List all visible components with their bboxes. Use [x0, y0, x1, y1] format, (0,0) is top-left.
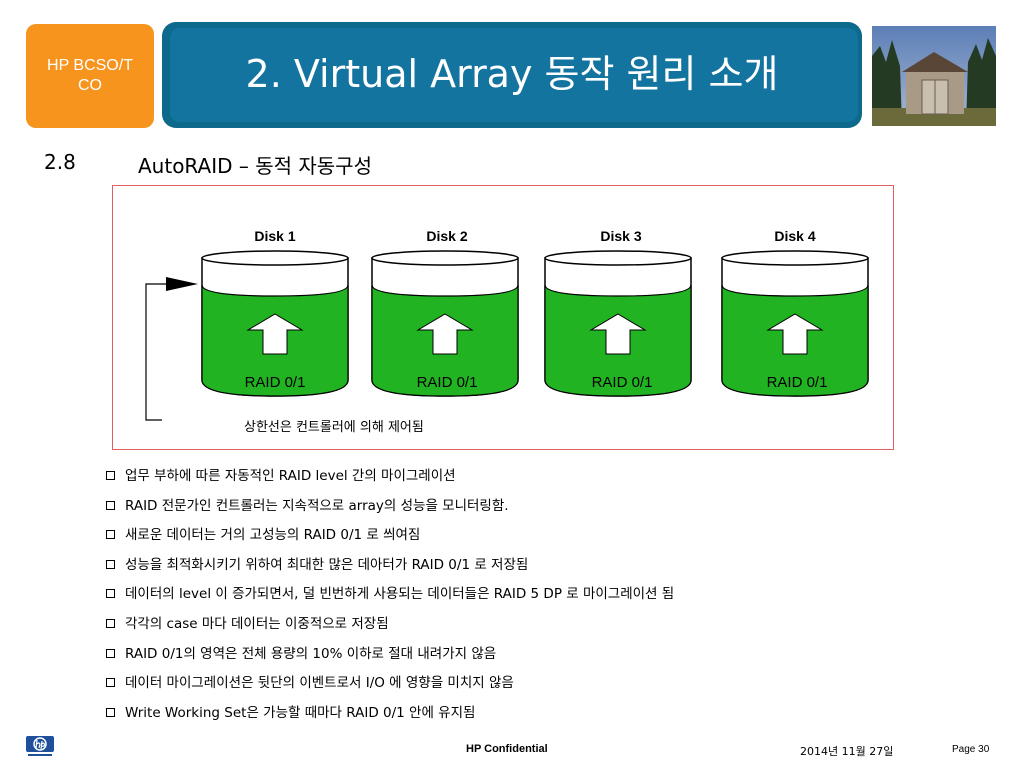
disk-1 [201, 250, 349, 397]
list-item: 성능을 최적화시키기 위하여 최대한 많은 데아터가 RAID 0/1 로 저장… [106, 555, 674, 585]
feedback-line [145, 283, 166, 421]
list-item-text: 데이터 마이그레이션은 뒷단의 이벤트로서 I/O 에 영향을 미치지 않음 [125, 675, 514, 692]
hp-logo-icon [26, 736, 54, 758]
section-title: AutoRAID – 동적 자동구성 [138, 154, 372, 178]
disk-3-raid-label: RAID 0/1 [591, 374, 653, 391]
checkbox-bullet-icon [106, 500, 115, 510]
org-label: HP BCSO/TCO [47, 57, 133, 94]
list-item-text: 각각의 case 마다 데이터는 이중적으로 저장됨 [125, 615, 389, 632]
disk-4 [721, 250, 869, 397]
list-item-text: 새로운 데이터는 거의 고성능의 RAID 0/1 로 씌여짐 [125, 527, 421, 544]
up-arrow-icon [766, 313, 824, 355]
checkbox-bullet-icon [106, 618, 115, 628]
list-item: RAID 0/1의 영역은 전체 용량의 10% 이하로 절대 내려가지 않음 [106, 644, 674, 674]
checkbox-bullet-icon [106, 559, 115, 569]
footer-date: 2014년 11월 27일 [800, 745, 894, 758]
page-number: Page 30 [952, 744, 990, 755]
title-bar: 2. Virtual Array 동작 원리 소개 [162, 22, 862, 128]
list-item: 각각의 case 마다 데이터는 이중적으로 저장됨 [106, 614, 674, 644]
title-bar-inner [170, 28, 858, 122]
list-item: 데이터 마이그레이션은 뒷단의 이벤트로서 I/O 에 영향을 미치지 않음 [106, 673, 674, 703]
checkbox-bullet-icon [106, 530, 115, 540]
checkbox-bullet-icon [106, 648, 115, 658]
checkbox-bullet-icon [106, 707, 115, 717]
section-number: 2.8 [44, 150, 76, 174]
list-item-text: 성능을 최적화시키기 위하여 최대한 많은 데아터가 RAID 0/1 로 저장… [125, 556, 529, 573]
disk-1-raid-label: RAID 0/1 [244, 374, 306, 391]
list-item-text: 데이터의 level 이 증가되면서, 덜 빈번하게 사용되는 데이터들은 RA… [125, 586, 675, 603]
diagram-frame [112, 185, 894, 450]
list-item: Write Working Set은 가능할 때마다 RAID 0/1 안에 유… [106, 703, 674, 733]
confidential-label: HP Confidential [466, 743, 548, 755]
page-title: 2. Virtual Array 동작 원리 소개 [245, 52, 779, 96]
org-label-box: HP BCSO/TCO [26, 24, 154, 128]
diagram-caption: 상한선은 컨트롤러에 의해 제어됨 [244, 420, 424, 435]
disk-3-label: Disk 3 [600, 228, 642, 244]
list-item-text: RAID 전문가인 컨트롤러는 지속적으로 array의 성능을 모니터링함. [125, 497, 509, 514]
list-item-text: RAID 0/1의 영역은 전체 용량의 10% 이하로 절대 내려가지 않음 [125, 645, 497, 662]
disk-2 [371, 250, 519, 397]
list-item: 업무 부하에 따른 자동적인 RAID level 간의 마이그레이션 [106, 466, 674, 496]
list-item: RAID 전문가인 컨트롤러는 지속적으로 array의 성능을 모니터링함. [106, 496, 674, 526]
disk-4-raid-label: RAID 0/1 [766, 374, 828, 391]
checkbox-bullet-icon [106, 589, 115, 599]
disk-3 [544, 250, 692, 397]
up-arrow-icon [246, 313, 304, 355]
up-arrow-icon [589, 313, 647, 355]
disk-4-label: Disk 4 [774, 228, 816, 244]
disk-2-label: Disk 2 [426, 228, 468, 244]
disk-1-label: Disk 1 [254, 228, 296, 244]
shed-photo [872, 26, 996, 126]
disk-2-raid-label: RAID 0/1 [416, 374, 478, 391]
up-arrow-icon [416, 313, 474, 355]
checkbox-bullet-icon [106, 471, 115, 480]
list-item: 새로운 데이터는 거의 고성능의 RAID 0/1 로 씌여짐 [106, 525, 674, 555]
feedback-arrowhead [166, 277, 198, 291]
list-item: 데이터의 level 이 증가되면서, 덜 빈번하게 사용되는 데이터들은 RA… [106, 584, 674, 614]
checkbox-bullet-icon [106, 678, 115, 688]
bullet-list: 업무 부하에 따른 자동적인 RAID level 간의 마이그레이션 RAID… [106, 466, 674, 732]
list-item-text: Write Working Set은 가능할 때마다 RAID 0/1 안에 유… [125, 704, 476, 721]
list-item-text: 업무 부하에 따른 자동적인 RAID level 간의 마이그레이션 [125, 468, 456, 484]
